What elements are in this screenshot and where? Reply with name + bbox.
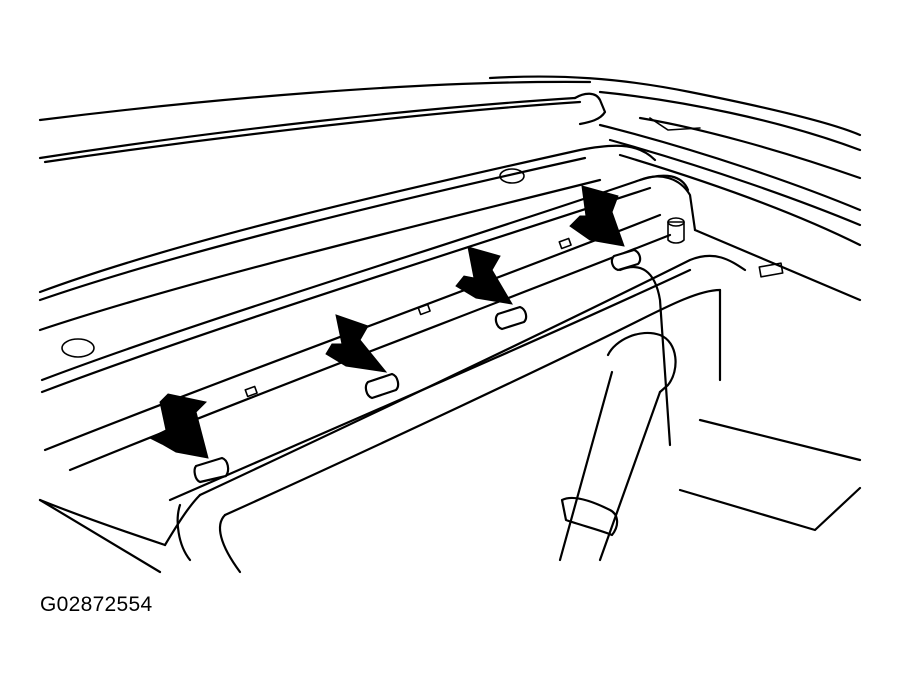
arrow-3 <box>455 246 513 305</box>
retaining-clip-3 <box>494 305 528 331</box>
roof-panel-outline <box>38 75 862 332</box>
seat-belt <box>558 331 677 562</box>
retaining-clip-1 <box>193 456 230 484</box>
trim-small-tabs <box>61 168 784 398</box>
callout-arrows <box>148 185 625 459</box>
window-opening <box>38 266 862 574</box>
header-rail <box>38 116 862 547</box>
retaining-clip-2 <box>364 372 400 400</box>
figure-id-label: G02872554 <box>40 593 153 616</box>
retaining-clip-4 <box>610 248 642 272</box>
arrow-4 <box>569 185 625 247</box>
arrow-2 <box>325 314 388 373</box>
arrow-1 <box>148 393 209 459</box>
retaining-clips <box>193 248 642 484</box>
